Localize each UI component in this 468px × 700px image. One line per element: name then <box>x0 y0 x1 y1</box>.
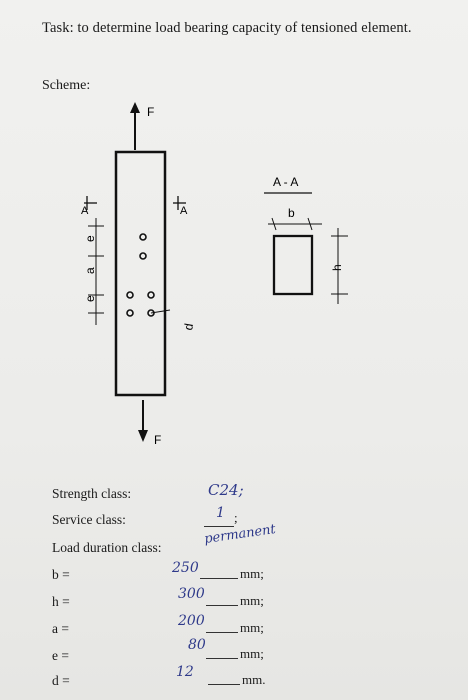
row-e-unit: mm; <box>240 646 264 661</box>
row-a-label: a = <box>52 621 69 636</box>
row-h-label: h = <box>52 594 70 609</box>
cross-section <box>272 234 314 296</box>
d-leader <box>150 309 171 314</box>
row-h-value: 300 <box>178 586 205 602</box>
fastener-1 <box>139 233 147 241</box>
force-label-top: F <box>147 105 154 119</box>
row-d-value: 12 <box>176 664 194 680</box>
force-arrowhead-top <box>130 102 140 113</box>
dim-h-label: h <box>330 264 344 271</box>
dim-e-label-1: e <box>83 235 97 242</box>
strength-class-value: C24; <box>208 481 244 499</box>
fastener-2 <box>139 252 147 260</box>
fastener-4 <box>147 291 155 299</box>
scheme-diagram: F F d A A e a e A - A <box>81 102 348 447</box>
service-class-value: 1 <box>216 505 225 521</box>
row-a-unit: mm; <box>240 620 264 635</box>
fastener-3 <box>126 291 134 299</box>
row-b-value: 250 <box>172 560 199 576</box>
fastener-5 <box>126 309 134 317</box>
load-duration-label: Load duration class: <box>52 540 162 555</box>
tension-element <box>114 150 167 397</box>
force-arrowhead-bottom <box>138 430 148 442</box>
row-a-value: 200 <box>178 613 205 629</box>
row-b-unit: mm; <box>240 566 264 581</box>
row-h-unit: mm; <box>240 593 264 608</box>
dim-b-label: b <box>288 206 295 220</box>
force-label-bottom: F <box>154 433 161 447</box>
dim-a-label: a <box>83 267 97 274</box>
service-class-underline <box>204 526 234 527</box>
row-e-value: 80 <box>188 637 206 653</box>
dim-e-label-2: e <box>83 295 97 302</box>
row-d-label: d = <box>52 673 70 688</box>
row-d-unit: mm. <box>242 672 266 687</box>
service-class-label: Service class: <box>52 512 126 527</box>
task-title: Task: to determine load bearing capacity… <box>42 20 412 36</box>
section-mark-right: A <box>180 205 188 217</box>
section-mark-left: A <box>81 205 89 217</box>
row-e-label: e = <box>52 648 69 663</box>
row-b-label: b = <box>52 567 70 582</box>
scheme-label: Scheme: <box>42 78 91 93</box>
strength-class-label: Strength class: <box>52 486 132 501</box>
dim-d-label: d <box>181 322 196 331</box>
section-title: A - A <box>273 175 298 189</box>
service-class-suffix: ; <box>234 510 238 525</box>
